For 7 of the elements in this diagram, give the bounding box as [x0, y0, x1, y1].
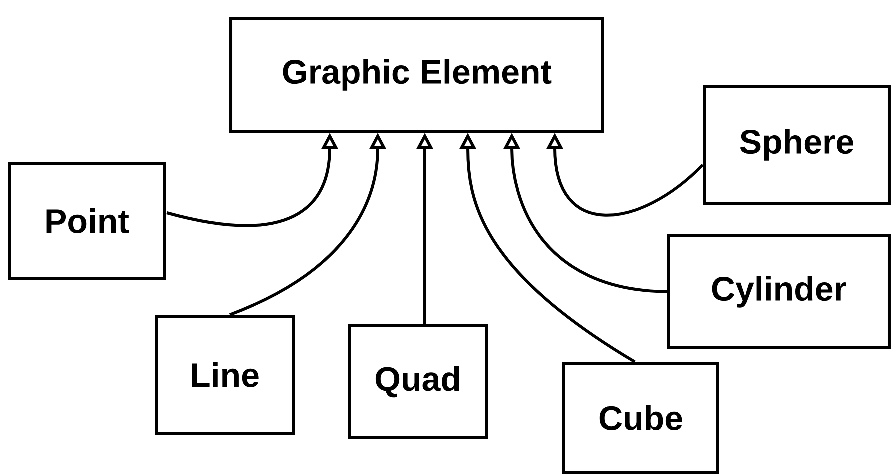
class-box: Quad [348, 324, 488, 440]
class-box: Sphere [703, 85, 891, 205]
class-box: Graphic Element [230, 17, 604, 133]
class-box: Line [155, 315, 295, 435]
class-box: Cube [562, 362, 720, 474]
class-box: Cylinder [667, 234, 891, 350]
class-box: Point [8, 162, 166, 280]
